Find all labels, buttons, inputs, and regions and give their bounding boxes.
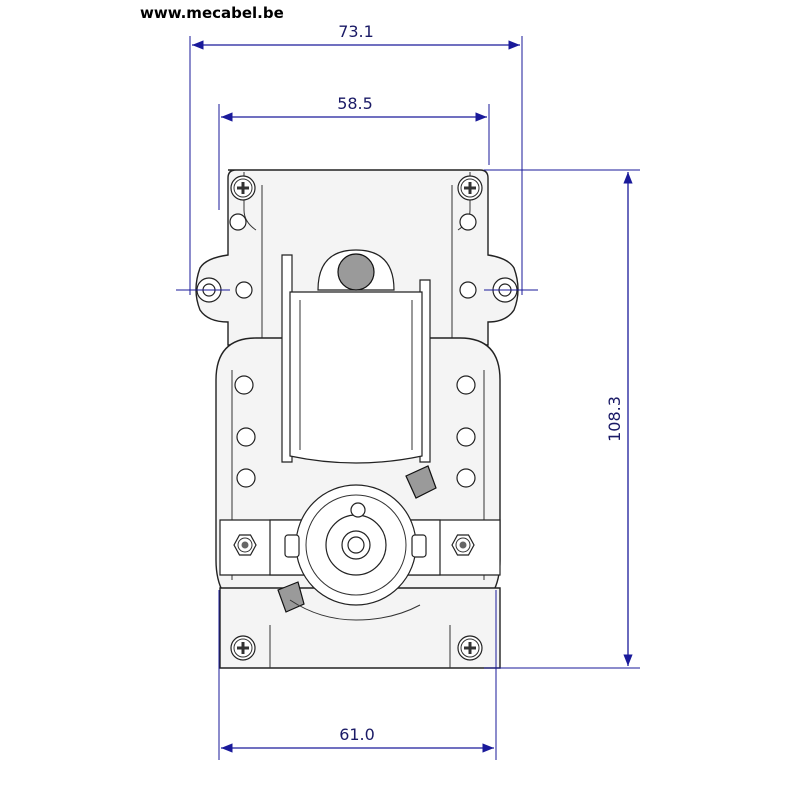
motor-coil <box>281 249 431 464</box>
dimension-bracket-width <box>218 104 490 210</box>
dimension-overall-width <box>189 36 523 295</box>
dim-label-bracket-width: 58.5 <box>337 94 373 113</box>
phillips-screw-icon <box>457 175 483 201</box>
dimension-base-width <box>218 590 497 760</box>
hex-nut-icon <box>451 534 475 556</box>
phillips-screw-icon <box>230 175 256 201</box>
phillips-screw-icon <box>230 635 256 661</box>
phillips-screw-icon <box>457 635 483 661</box>
housing-holes <box>234 375 476 488</box>
output-gear <box>219 465 501 621</box>
site-watermark: www.mecabel.be <box>140 4 284 22</box>
dim-label-height: 108.3 <box>605 396 624 442</box>
dim-label-overall-width: 73.1 <box>338 22 374 41</box>
hex-nut-icon <box>233 534 257 556</box>
dim-label-base-width: 61.0 <box>339 725 375 744</box>
dimension-height <box>484 169 640 669</box>
